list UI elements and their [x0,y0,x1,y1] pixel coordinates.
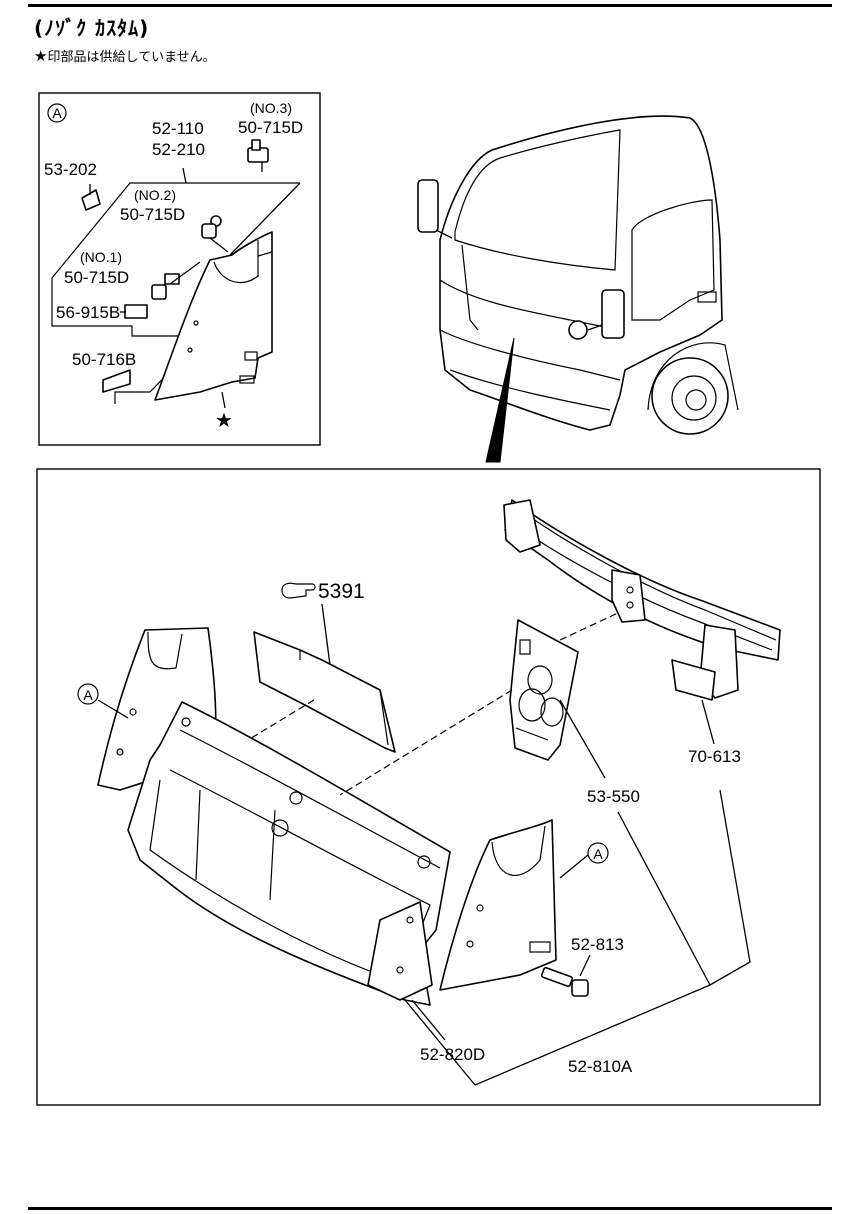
pad-50-716b [102,369,131,393]
marker-a-left: A [83,687,93,703]
roof-header-rail [503,499,781,701]
bumper-top [439,329,621,381]
inset-star-icon: ★ [215,410,233,432]
guide-rail [559,611,621,641]
clip-no2 [201,215,229,253]
front-pillar [461,244,479,331]
label-50-715d-no3: 50-715D [238,118,303,137]
front-frame-panel [127,701,451,1006]
leader-52-820d [411,999,446,1041]
inset-frame [38,92,321,446]
leader-52-810a-left [404,999,476,1086]
label-50-716b: 50-716B [72,350,136,369]
top-rule [28,4,832,7]
label-52-110: 52-110 [152,119,204,138]
panel-hole-b [187,347,193,353]
leader-52-813 [579,954,591,977]
leader-53-550 [559,699,606,779]
panel-edge [257,251,273,257]
pointer-wedge [485,337,515,463]
marker-a-right-circle [587,842,609,864]
marker-a-right: A [593,846,603,862]
panel-tab-b [239,375,255,384]
label-no1: (NO.1) [80,249,122,265]
inset-outline [51,182,300,404]
leader-52-810a-mid [617,811,711,986]
bolt-52-813 [540,966,589,997]
page-title: (ﾉｿﾞｸ ｶｽﾀﾑ) [34,16,150,40]
side-window [631,199,715,321]
supply-note-text: 印部品は供給していません。 [47,50,216,65]
main-frame [36,468,821,1106]
label-no2: (NO.2) [134,187,176,203]
bumper-bottom [449,369,611,411]
inset-marker: A [52,105,62,121]
right-mirror-arm [587,324,603,331]
left-mirror-arm [435,229,453,239]
cab-crease [439,279,621,331]
label-52-810a: 52-810A [568,1057,633,1076]
leader-5391 [321,603,331,666]
clip-no3 [247,139,269,172]
exploded-view: A A 5391 70-613 53-550 52-813 52-820D 52… [77,499,781,1086]
leader-a-right [559,854,589,879]
wheel-arch [647,342,739,411]
label-50-715d-no2: 50-715D [120,205,185,224]
label-5391: 5391 [318,580,365,603]
panel-hole [193,320,199,326]
right-mirror [601,289,625,339]
panel-tab [244,351,258,361]
label-50-715d-no1: 50-715D [64,268,129,287]
inset-marker-circle [47,103,67,123]
leader-52-110-b [182,167,187,184]
center-bracket [509,619,579,761]
side-cover-panel [154,231,273,401]
corner-lamp [568,320,588,340]
right-side-cover [439,819,557,991]
star-icon: ★ [34,47,48,65]
left-mirror [417,179,439,233]
wheel-center [685,389,707,411]
inset-detail-a: A ★ [38,92,321,446]
leader-52-810a-right [474,789,751,1086]
leader-a-left [97,699,129,719]
label-52-820d: 52-820D [420,1045,485,1064]
windshield [454,129,621,271]
clip-no1 [151,261,201,300]
label-70-613: 70-613 [688,747,741,766]
leader-star [221,391,226,409]
bottom-rule [28,1207,832,1210]
wheel-hub [671,375,717,421]
marker-a-left-circle [77,683,99,705]
clip-53-202 [81,189,101,211]
label-52-813: 52-813 [571,935,624,954]
pad-56-915b [124,304,148,319]
label-52-210: 52-210 [152,140,205,159]
guide-insulator [247,699,315,741]
panel-scoop [213,240,259,284]
front-wheel [651,357,729,435]
leader-70-613 [701,699,715,745]
label-53-550: 53-550 [587,787,640,806]
truck-cab-illustration [417,115,739,463]
guide-bracket [339,689,513,796]
leader-52-110 [229,182,301,256]
label-53-202: 53-202 [44,160,97,179]
label-56-915b: 56-915B [56,303,120,322]
label-no3: (NO.3) [250,100,292,116]
supply-note: ★印部品は供給していません。 [34,46,216,65]
pointing-hand-icon [281,582,316,599]
insulator-panel [253,631,396,753]
door-handle [697,291,717,303]
